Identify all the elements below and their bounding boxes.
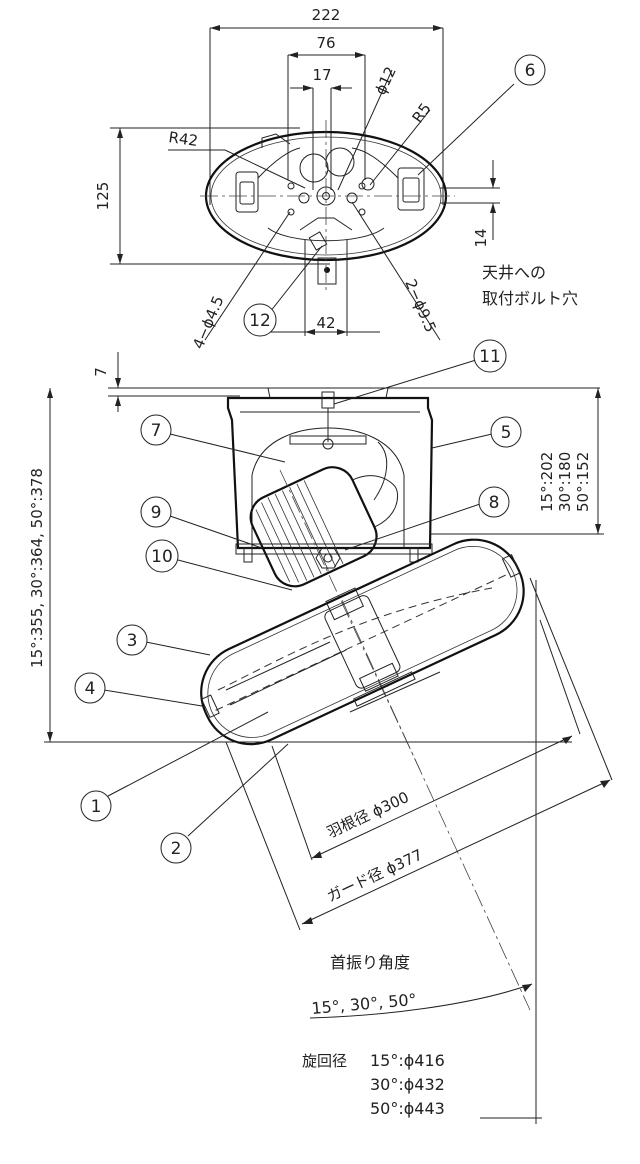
svg-text:6: 6: [525, 61, 536, 81]
callouts: 6 12 11 7 5 9 8 10 3: [74, 54, 546, 864]
callout-8: [478, 486, 510, 518]
dim-depth-50: 50°:152: [574, 452, 592, 512]
svg-text:12: 12: [249, 311, 271, 331]
svg-text:9: 9: [151, 503, 162, 523]
callout-1: [80, 790, 112, 822]
callout-12: [243, 303, 277, 337]
svg-text:3: 3: [127, 631, 138, 651]
dim-guard: ガード径 ϕ377: [324, 846, 425, 906]
callout-10: [145, 539, 179, 573]
callout-5: [490, 416, 522, 448]
dim-gap-7: 7: [92, 367, 110, 377]
svg-text:1: 1: [91, 797, 102, 817]
rotation-row-50: 50°:ϕ443: [370, 1099, 445, 1118]
dim-offset-14: 14: [472, 228, 490, 247]
dim-height-left: 15°:355, 30°:364, 50°:378: [28, 468, 46, 668]
callout-6: [514, 54, 546, 86]
svg-text:11: 11: [479, 347, 501, 367]
svg-text:2: 2: [171, 839, 182, 859]
svg-text:8: 8: [489, 493, 500, 513]
dim-inner-76: 76: [316, 34, 335, 52]
dim-height-125: 125: [94, 182, 112, 211]
side-view: 7 15°:355, 30°:364, 50°:378 15°:202 30°:…: [28, 352, 604, 1011]
callout-4: [74, 672, 106, 704]
dim-small-holes: 4−ϕ4.5: [189, 293, 227, 351]
swing-section: 首振り角度 15°, 30°, 50° 旋回径 15°:ϕ416 30°:ϕ43…: [302, 953, 533, 1118]
svg-text:7: 7: [151, 421, 162, 441]
callout-7: [140, 414, 172, 446]
note-ceiling-line1: 天井への: [482, 263, 546, 282]
callout-11: [473, 339, 507, 373]
dim-center-17: 17: [312, 66, 331, 84]
callout-2: [160, 832, 192, 864]
dim-width-222: 222: [312, 6, 341, 24]
rotation-label: 旋回径: [302, 1052, 347, 1070]
dim-r42: R42: [167, 128, 199, 150]
dim-depth-30: 30°:180: [556, 452, 574, 512]
top-view: 222 76 17 ϕ12 R5 R42 125: [94, 6, 578, 352]
guard-dims: 羽根径 ϕ300 ガード径 ϕ377: [225, 577, 613, 1124]
svg-text:5: 5: [501, 423, 512, 443]
dim-blade: 羽根径 ϕ300: [324, 788, 412, 842]
svg-text:4: 4: [85, 679, 96, 699]
rotation-row-15: 15°:ϕ416: [370, 1051, 445, 1070]
svg-text:10: 10: [151, 547, 173, 567]
callout-9: [140, 496, 172, 528]
dim-r5: R5: [409, 100, 435, 127]
dim-phi12: ϕ12: [371, 64, 400, 98]
swing-angles: 15°, 30°, 50°: [311, 990, 418, 1018]
note-ceiling-line2: 取付ボルト穴: [482, 289, 578, 308]
dim-depth-15: 15°:202: [538, 452, 556, 512]
rotation-row-30: 30°:ϕ432: [370, 1075, 445, 1094]
dim-bolt-pitch-42: 42: [316, 314, 335, 332]
dim-bolt-holes: 2−ϕ9.5: [401, 277, 439, 335]
swing-title: 首振り角度: [330, 953, 410, 972]
callout-3: [116, 624, 148, 656]
